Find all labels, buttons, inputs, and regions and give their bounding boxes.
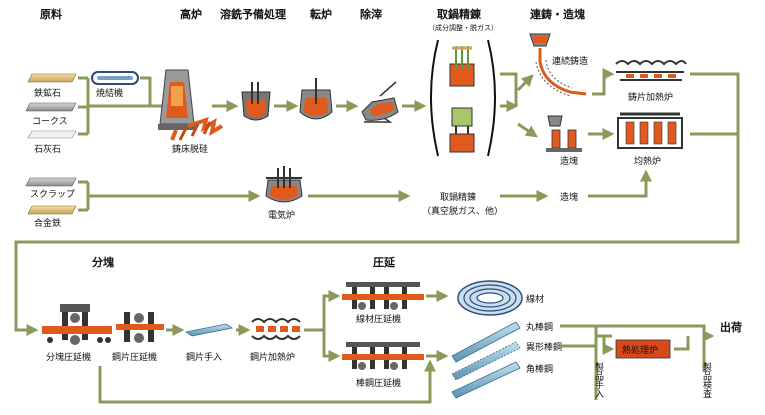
label-billet-mill: 鋼片圧延機 [112,351,157,363]
converter-icon [299,78,333,120]
label-billet-conditioning: 鋼片手入 [186,351,222,363]
label-square-bar: 角棒鋼 [526,363,553,375]
billet-reheating-furnace-top-icon [615,60,687,81]
label-limestone: 石灰石 [34,143,61,155]
wire-rod-coil-icon [457,280,523,316]
header-blast-furnace: 高炉 [180,7,202,21]
soaking-pit-icon [617,112,683,149]
electric-furnace-icon [265,166,303,203]
billet-conditioning-icon [184,323,234,337]
header-shipping: 出荷 [720,320,742,334]
ferroalloy-icon [27,205,77,215]
blast-furnace-icon [158,69,224,141]
label-scrap: スクラップ [30,189,75,200]
header-rolling: 圧延 [373,255,396,269]
label-sintering-machine: 焼結機 [96,87,123,99]
scrap-icon [25,177,77,187]
coke-icon [25,102,77,112]
ingot-mould-icon [546,115,582,152]
label-electric-furnace: 電気炉 [268,209,295,221]
label-ladle-refining-2-note: （真空脱ガス、他） [422,205,503,217]
label-round-bar: 丸棒鋼 [526,321,553,333]
label-soaking-pit: 均熱炉 [634,155,661,167]
bar-mill-icon [342,342,424,370]
label-ferroalloy: 合金鉄 [34,217,61,229]
label-bar-mill: 棒鋼圧延機 [356,377,401,389]
header-deslagging: 除滓 [360,7,382,21]
wire-rod-mill-icon [342,282,424,310]
ladle-refining-vessel-icon [449,46,475,87]
heat-treatment-furnace-box [615,339,671,359]
header-raw-materials: 原料 [40,7,62,21]
sintering-machine-icon [91,71,139,85]
label-ladle-refining-2: 取鍋精錬 [440,191,476,203]
label-iron-ore: 鉄鉱石 [34,87,61,99]
label-wire-rod: 線材 [526,293,544,305]
header-ladle-refining-note: （成分調整・脱ガス） [428,23,498,32]
deslagging-icon [361,81,399,123]
label-billet-reheating-furnace: 鋼片加熱炉 [250,351,295,363]
label-product-conditioning: 製品手入 [593,361,604,398]
round-bar-icon [451,321,521,363]
hot-metal-ladle-icon [241,82,271,121]
label-runner-desilicon: 鋳床脱硅 [172,143,208,155]
label-blooming-mill: 分塊圧延機 [46,351,91,363]
limestone-icon [27,130,77,139]
header-blooming: 分塊 [92,255,114,269]
label-wire-rod-mill: 線材圧延機 [356,313,401,325]
iron-ore-icon [27,73,77,83]
header-casting: 連鋳・造塊 [530,7,585,21]
vacuum-degassing-vessel-icon [449,107,475,153]
billet-reheating-furnace-icon [251,318,301,340]
deformed-bar-icon [451,341,521,381]
blooming-mill-icon [42,304,112,345]
ladle-refining-bracket [430,39,496,157]
billet-mill-icon [116,312,164,343]
square-bar-icon [451,361,521,399]
label-billet-reheating-furnace-top: 鋳片加熱炉 [628,91,673,103]
header-converter: 転炉 [310,7,332,21]
label-deformed-bar: 異形棒鋼 [526,341,562,353]
label-heat-treatment-furnace: 熱処理炉 [622,344,658,356]
label-ingot-casting: 造塊 [560,155,578,167]
label-product-inspection: 製品検査 [701,361,712,398]
label-coke: コークス [32,116,68,127]
label-continuous-casting: 連続鋳造 [552,55,588,67]
header-hot-metal-pretreatment: 溶銑予備処理 [220,7,286,21]
continuous-caster-icon [529,33,587,97]
label-ingot-casting-2: 造塊 [560,191,578,203]
header-ladle-refining: 取鍋精錬 [437,7,482,21]
